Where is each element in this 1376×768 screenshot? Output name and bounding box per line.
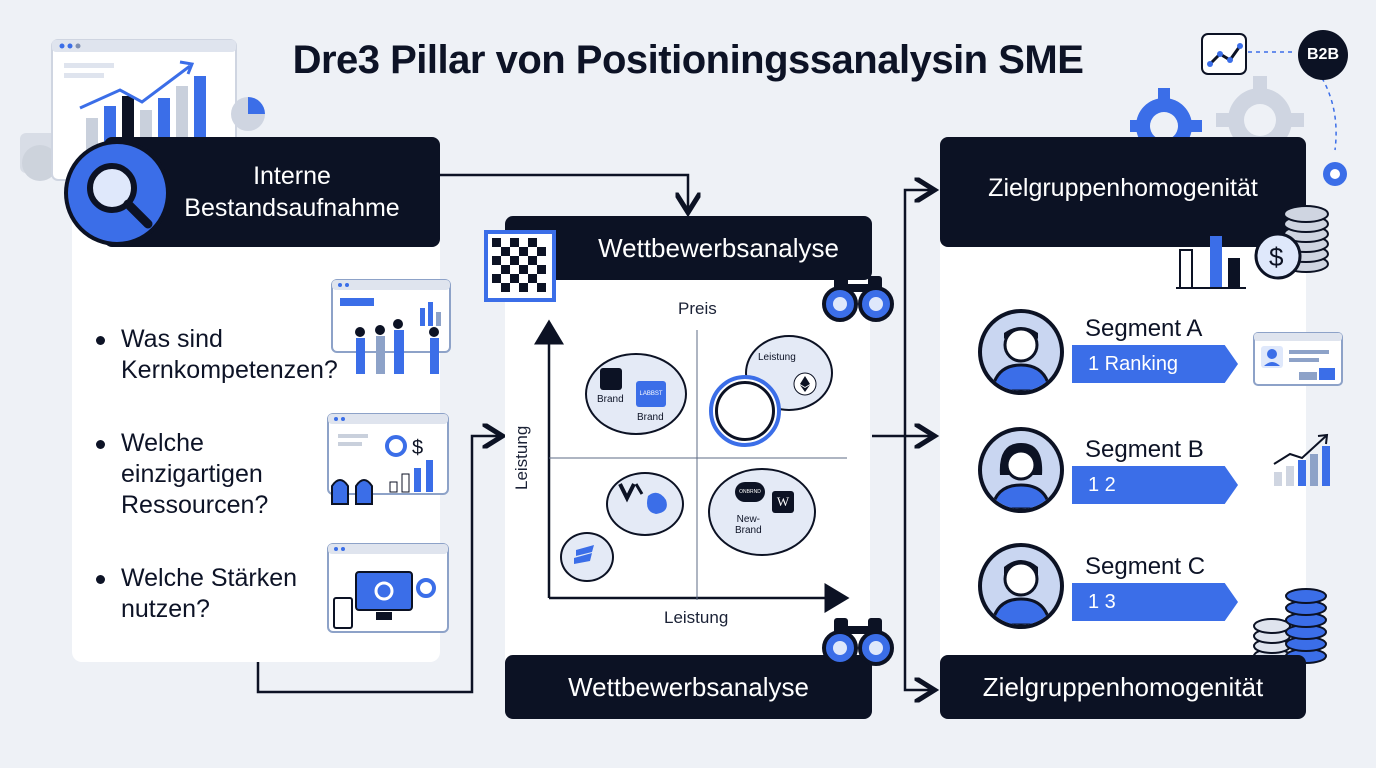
- v-logo-icon: [618, 483, 667, 514]
- segment-c-ribbon-label: 1 3: [1088, 590, 1116, 613]
- segment-b-ribbon-label: 1 2: [1088, 473, 1116, 496]
- chessboard-icon: [484, 230, 556, 302]
- competition-pillar-title: Wettbewerbsanalyse: [598, 232, 839, 263]
- bullet-core-competencies: Was sind Kernkompetenzen?: [121, 325, 338, 384]
- segment-c-avatar: [978, 543, 1064, 629]
- audience-pillar-footer-title: Zielgruppenhomogenität: [982, 671, 1264, 702]
- leistung-blob-label: Leistung: [758, 352, 796, 363]
- bullet-strengths: Welche Stärken nutzen?: [121, 564, 298, 623]
- y-axis-label: Leistung: [512, 425, 531, 490]
- bullet-item: Welche Stärken nutzen?: [96, 563, 356, 625]
- magnifier-icon: [64, 140, 170, 246]
- money-chart-icon: $: [1176, 205, 1329, 289]
- brand-label: Brand: [637, 412, 664, 423]
- team-meeting-illustration: [331, 279, 451, 374]
- newbrand-label: New- Brand: [735, 514, 762, 536]
- bullet-unique-resources: Welche einzigartigen Ressourcen?: [121, 429, 269, 519]
- bullet-list: Was sind Kernkompetenzen? Welche einziga…: [96, 324, 356, 625]
- binoculars-icon: [822, 618, 894, 666]
- labbst-logo: LABBST: [636, 381, 666, 407]
- brand-label: Brand: [597, 394, 624, 405]
- svg-text:$: $: [1269, 242, 1284, 272]
- segment-a-avatar: [978, 309, 1064, 395]
- segment-a-ribbon-label: 1 Ranking: [1088, 352, 1179, 375]
- competition-pillar-footer-title: Wettbewerbsanalyse: [568, 671, 809, 702]
- own-position-marker: [709, 375, 781, 447]
- audience-pillar-header: Zielgruppenhomogenität: [940, 137, 1306, 247]
- competition-pillar-footer: Wettbewerbsanalyse: [505, 655, 872, 719]
- segment-b-ribbon: 1 2: [1072, 466, 1238, 504]
- bullet-item: Welche einzigartigen Ressourcen?: [96, 428, 356, 521]
- b2b-badge: B2B: [1298, 30, 1348, 80]
- segment-a-ribbon: 1 Ranking: [1072, 345, 1238, 383]
- segment-c-ribbon: 1 3: [1072, 583, 1238, 621]
- internal-pillar-title: Interne Bestandsaufnahme: [184, 162, 400, 222]
- segment-c-name: Segment C: [1085, 553, 1206, 580]
- ethereum-icon: [793, 372, 817, 396]
- w-logo: W: [772, 491, 794, 513]
- competition-pillar-header: Wettbewerbsanalyse: [505, 216, 872, 280]
- x-axis-label: Leistung: [664, 608, 729, 627]
- segment-b-name: Segment B: [1085, 436, 1204, 463]
- svg-text:$: $: [412, 437, 423, 459]
- page-title: Dre3 Pillar von Positioningssanalysin SM…: [292, 38, 1084, 82]
- onbrnd-logo: ONBRND: [735, 482, 765, 502]
- segment-a-name: Segment A: [1085, 315, 1203, 342]
- brand-cluster-bottom-left: [606, 472, 684, 536]
- bullet-item: Was sind Kernkompetenzen?: [96, 324, 356, 386]
- binoculars-icon: [822, 276, 894, 322]
- y-axis-top-label: Preis: [678, 299, 717, 318]
- competition-pillar-card: [505, 265, 870, 680]
- strengths-illustration: [327, 543, 449, 633]
- audience-pillar-footer: Zielgruppenhomogenität: [940, 655, 1306, 719]
- growth-chart-icon: [1273, 433, 1330, 486]
- positioning-map: [534, 319, 850, 613]
- stripe-logo-icon: [574, 545, 594, 564]
- profile-card-icon: [1253, 332, 1343, 386]
- resources-illustration: $: [327, 413, 449, 505]
- newbrand-cluster: [708, 468, 816, 556]
- internal-pillar-header: Interne Bestandsaufnahme: [104, 137, 440, 247]
- brand-logo: [600, 368, 622, 390]
- audience-pillar-title: Zielgruppenhomogenität: [988, 173, 1258, 202]
- segment-b-avatar: [978, 427, 1064, 513]
